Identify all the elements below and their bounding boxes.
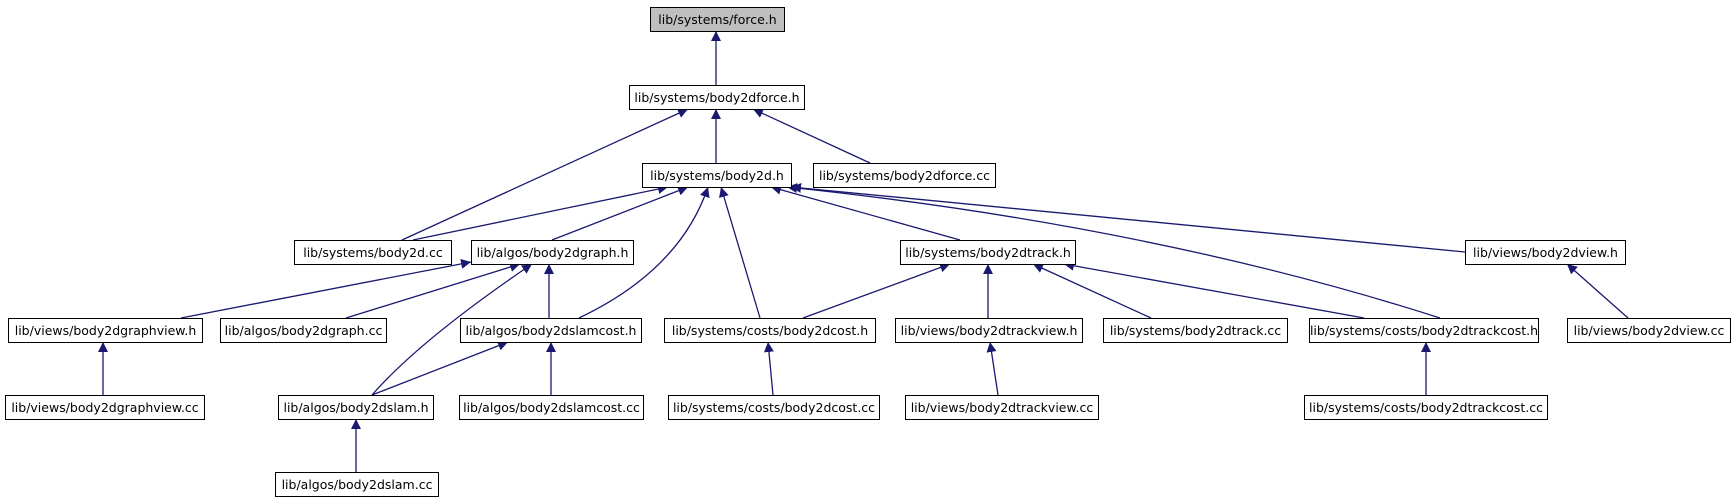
node-body2dtrack_h[interactable]: lib/systems/body2dtrack.h [900,240,1076,265]
node-box [629,85,805,110]
node-body2dgraphview_cc[interactable]: lib/views/body2dgraphview.cc [5,395,205,420]
node-box [275,472,439,497]
node-box [1465,240,1626,265]
edge-body2dtrackcost_h-to-body2d_h [786,183,1441,319]
node-label: lib/algos/body2dslamcost.cc [463,400,640,415]
node-body2dgraph_cc[interactable]: lib/algos/body2dgraph.cc [220,318,387,343]
node-label: lib/algos/body2dslam.cc [282,477,433,492]
node-body2dgraph_h[interactable]: lib/algos/body2dgraph.h [471,240,634,265]
node-label: lib/views/body2dview.h [1473,245,1618,260]
node-body2dcost_h[interactable]: lib/systems/costs/body2dcost.h [664,318,876,343]
edge-body2dcost_h-to-body2d_h [719,186,761,319]
node-label: lib/systems/body2dforce.h [634,90,799,105]
edge-body2dforce_cc-to-body2dforce_h [752,108,871,164]
node-box [278,395,434,420]
node-box [220,318,387,343]
node-body2d_h[interactable]: lib/systems/body2d.h [642,163,792,188]
node-box [813,163,996,188]
edge-body2d_cc-to-body2dforce_h [401,108,689,241]
node-box [1103,318,1288,343]
node-label: lib/algos/body2dslam.h [283,400,428,415]
node-body2dgraphview_h[interactable]: lib/views/body2dgraphview.h [8,318,203,343]
node-body2dcost_cc[interactable]: lib/systems/costs/body2dcost.cc [668,395,880,420]
node-label: lib/systems/body2dforce.cc [819,168,990,183]
edge-body2dgraph_h-to-body2d_h [551,185,689,241]
edge-body2dtrackview_cc-to-body2dtrackview_h [986,341,999,396]
node-box [460,318,642,343]
node-label: lib/systems/costs/body2dcost.h [672,323,868,338]
edge-body2dslam_h-to-body2dgraph_h [371,263,533,396]
node-body2d_cc[interactable]: lib/systems/body2d.cc [294,240,452,265]
node-body2dtrackcost_cc[interactable]: lib/systems/costs/body2dtrackcost.cc [1304,395,1548,420]
node-label: lib/systems/costs/body2dcost.cc [673,400,875,415]
node-box [668,395,880,420]
node-label: lib/systems/body2dtrack.h [905,245,1071,260]
node-box [459,395,644,420]
edge-body2dgraph_cc-to-body2dgraph_h [345,262,521,319]
node-box [650,7,785,32]
node-body2dtrackview_cc[interactable]: lib/views/body2dtrackview.cc [905,395,1099,420]
node-label: lib/algos/body2dgraph.cc [225,323,383,338]
edge-body2dtrack_cc-to-body2dtrack_h [1032,263,1152,319]
edge-body2d_cc-to-body2d_h [412,184,669,241]
node-box [8,318,203,343]
node-body2dslam_h[interactable]: lib/algos/body2dslam.h [278,395,434,420]
edge-body2dcost_cc-to-body2dcost_h [763,341,774,396]
edge-body2dview_h-to-body2d_h [790,182,1466,253]
node-box [471,240,634,265]
node-label: lib/systems/costs/body2dtrackcost.cc [1309,400,1543,415]
node-label: lib/systems/force.h [658,12,776,27]
node-label: lib/systems/body2d.cc [303,245,443,260]
node-body2dslam_cc[interactable]: lib/algos/body2dslam.cc [275,472,439,497]
node-label: lib/views/body2dtrackview.cc [911,400,1094,415]
node-body2dslamcost_cc[interactable]: lib/algos/body2dslamcost.cc [459,395,644,420]
node-body2dtrack_cc[interactable]: lib/systems/body2dtrack.cc [1103,318,1288,343]
node-label: lib/views/body2dview.cc [1574,323,1725,338]
edge-body2dtrackcost_h-to-body2dtrack_h [1063,260,1365,319]
edge-body2dgraphview_h-to-body2dgraph_h [180,258,472,319]
node-label: lib/algos/body2dgraph.h [477,245,629,260]
edge-body2dslamcost_h-to-body2d_h [578,186,710,319]
node-body2dtrackcost_h[interactable]: lib/systems/costs/body2dtrackcost.h [1309,318,1539,343]
node-body2dforce_h[interactable]: lib/systems/body2dforce.h [629,85,805,110]
node-label: lib/views/body2dgraphview.h [15,323,197,338]
node-label: lib/systems/costs/body2dtrackcost.h [1310,323,1538,338]
node-body2dslamcost_h[interactable]: lib/algos/body2dslamcost.h [460,318,642,343]
node-box [900,240,1076,265]
node-box [1567,318,1731,343]
node-body2dtrackview_h[interactable]: lib/views/body2dtrackview.h [895,318,1083,343]
node-label: lib/views/body2dgraphview.cc [11,400,198,415]
node-box [1304,395,1548,420]
edge-body2dslam_h-to-body2dslamcost_h [371,340,509,396]
edge-body2dview_cc-to-body2dview_h [1566,263,1629,319]
node-box [664,318,876,343]
node-box [895,318,1083,343]
node-box [905,395,1099,420]
node-box [642,163,792,188]
node-box [1309,318,1539,343]
node-label: lib/systems/body2d.h [650,168,784,183]
node-label: lib/views/body2dtrackview.h [901,323,1078,338]
edge-body2dcost_h-to-body2dtrack_h [802,262,951,319]
edge-body2dtrack_h-to-body2d_h [770,184,961,241]
node-body2dview_cc[interactable]: lib/views/body2dview.cc [1567,318,1731,343]
edges-layer [98,31,1629,472]
node-body2dview_h[interactable]: lib/views/body2dview.h [1465,240,1626,265]
node-label: lib/algos/body2dslamcost.h [466,323,637,338]
node-box [294,240,452,265]
node-force_h: lib/systems/force.h [650,7,785,32]
node-box [5,395,205,420]
node-label: lib/systems/body2dtrack.cc [1110,323,1281,338]
nodes-layer: lib/systems/force.h lib/systems/body2dfor… [5,7,1731,497]
node-body2dforce_cc[interactable]: lib/systems/body2dforce.cc [813,163,996,188]
